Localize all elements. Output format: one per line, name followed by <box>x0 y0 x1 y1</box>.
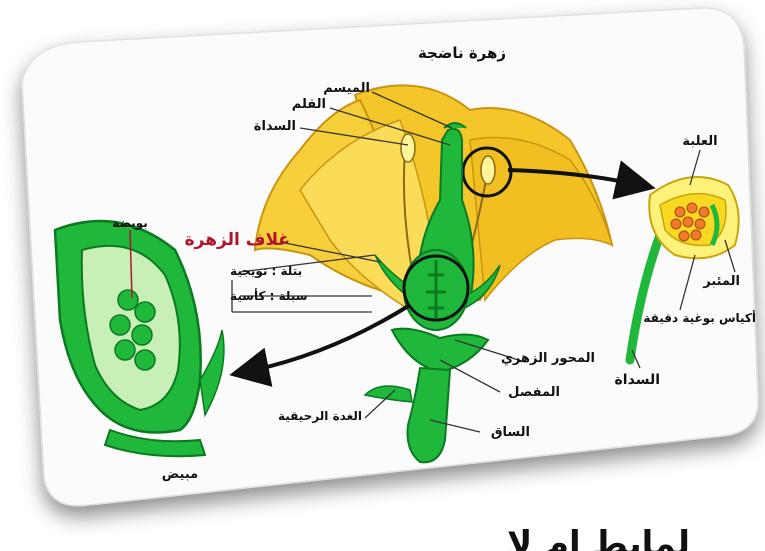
label-ovary: مبيض <box>162 467 198 482</box>
label-stigma: الميسم <box>323 81 370 96</box>
label-ovule: بويضة <box>112 216 148 231</box>
label-mature-flower: زهرة ناضجة <box>418 44 506 62</box>
label-calyx: سبلة : كأسية <box>230 288 308 303</box>
label-filament: المئبر <box>702 274 740 289</box>
label-bract: الغدة الرحيقية <box>278 409 362 423</box>
bottom-caption: لمابط ام لا <box>507 524 690 551</box>
label-stem: الساق <box>491 425 530 440</box>
inner-anther-right <box>481 156 495 184</box>
label-sepals: غلاف الزهرة <box>185 230 290 250</box>
inner-anther-left <box>401 134 415 162</box>
label-style: القلم <box>292 97 326 112</box>
label-corolla: بتلة : تويجية <box>230 264 302 279</box>
label-pedicel: المفصل <box>508 385 560 400</box>
label-stamen-right: السداة <box>615 372 660 388</box>
label-stamen-top: السداة <box>254 119 296 134</box>
label-anther: العلبة <box>682 134 717 149</box>
label-floral-axis: المحور الزهري <box>501 351 595 366</box>
label-pollen: أكياس بوغية دقيقة <box>643 310 756 326</box>
